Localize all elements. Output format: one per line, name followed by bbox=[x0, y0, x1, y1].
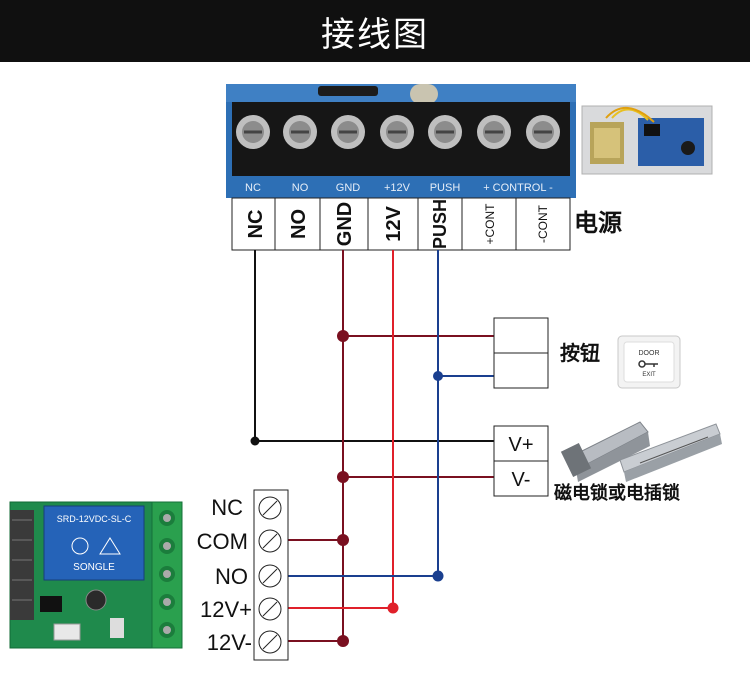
green-screw-terminal bbox=[151, 501, 183, 649]
board-silkscreen-labels: NC NO GND +12V PUSH + CONTROL - bbox=[245, 182, 553, 194]
relay-terminal-block: NC COM NO 12V+ 12V- bbox=[197, 489, 289, 661]
terminal-12v: 12V bbox=[383, 206, 405, 242]
relay-terminal-com: COM bbox=[197, 529, 248, 554]
relay-model-text: SRD-12VDC-SL-C bbox=[57, 514, 132, 524]
power-supply-box-image bbox=[581, 105, 713, 175]
exit-button-label: 按钮 bbox=[560, 341, 600, 365]
terminal-push: PUSH bbox=[430, 199, 450, 249]
exit-button-image: DOOR EXIT bbox=[617, 335, 681, 389]
power-supply-label: 电源 bbox=[574, 209, 622, 237]
relay-component: SRD-12VDC-SL-C SONGLE bbox=[43, 505, 145, 581]
board-label-no: NO bbox=[292, 182, 309, 194]
terminal-gnd: GND bbox=[334, 202, 356, 246]
terminal-nc: NC bbox=[245, 210, 267, 239]
relay-terminal-nc: NC bbox=[211, 495, 243, 520]
board-label-12v: +12V bbox=[384, 182, 411, 194]
antenna-coil bbox=[10, 510, 34, 620]
key-icon bbox=[638, 360, 658, 368]
power-terminal-strip: NC NO GND 12V PUSH +CONT -CONT bbox=[231, 197, 571, 251]
lock-terminal-vplus: V+ bbox=[508, 434, 533, 456]
relay-terminal-no: NO bbox=[215, 564, 248, 589]
terminal-plus-cont: +CONT bbox=[483, 203, 497, 245]
board-label-push: PUSH bbox=[430, 182, 461, 194]
exit-button-terminal-block bbox=[493, 317, 549, 389]
power-supply-board: NC NO GND +12V PUSH + CONTROL - bbox=[226, 84, 576, 198]
exit-plate-exit-text: EXIT bbox=[642, 372, 656, 378]
lock-terminal-vminus: V- bbox=[512, 469, 531, 491]
wire-gnd bbox=[284, 250, 494, 647]
board-label-nc: NC bbox=[245, 182, 261, 194]
board-label-gnd: GND bbox=[336, 182, 361, 194]
wire-push bbox=[284, 250, 494, 582]
lock-label: 磁电锁或电插锁 bbox=[554, 482, 680, 504]
page-title: 接线图 bbox=[321, 14, 429, 55]
wire-nc bbox=[250, 250, 494, 446]
relay-module-image: SRD-12VDC-SL-C SONGLE bbox=[9, 501, 183, 649]
terminal-no: NO bbox=[288, 209, 310, 239]
header-bar: 接线图 bbox=[0, 0, 750, 62]
relay-brand-text: SONGLE bbox=[73, 562, 115, 573]
relay-terminal-12v-plus: 12V+ bbox=[200, 597, 252, 622]
terminal-minus-cont: -CONT bbox=[536, 204, 550, 243]
exit-plate-door-text: DOOR bbox=[639, 350, 660, 357]
relay-terminal-12v-minus: 12V- bbox=[207, 630, 252, 655]
magnetic-lock-image bbox=[619, 423, 722, 482]
board-screw-row bbox=[236, 115, 560, 149]
electric-bolt-lock-image bbox=[560, 421, 650, 482]
wire-12v bbox=[284, 250, 399, 614]
lock-terminal-block: V+ V- bbox=[493, 425, 549, 497]
board-label-control: + CONTROL - bbox=[483, 182, 553, 194]
